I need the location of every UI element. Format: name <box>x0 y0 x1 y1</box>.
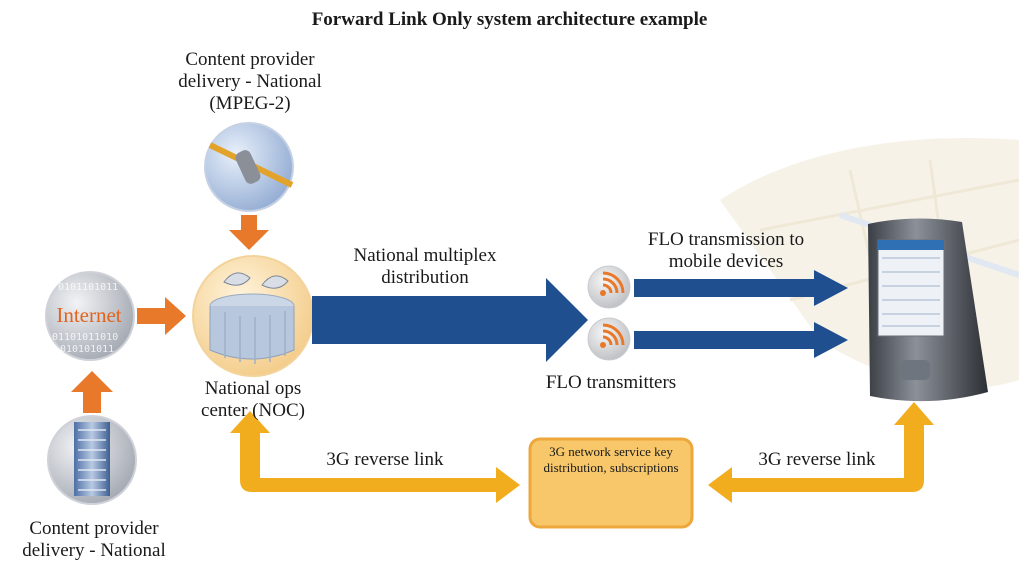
arrow-flo-bottom <box>634 322 848 358</box>
satellite-icon <box>204 122 294 212</box>
label-reverse-right: 3G reverse link <box>758 449 876 470</box>
svg-text:01101011010: 01101011010 <box>52 332 118 343</box>
label-provider-bottom: Content provider delivery - National <box>22 518 166 561</box>
label-noc: National ops center (NOC) <box>201 378 305 421</box>
label-flo-transmission: FLO transmission to mobile devices <box>647 229 805 272</box>
label-internet: Internet <box>56 303 122 327</box>
arrow-reverse-right <box>708 402 934 503</box>
label-provider-top: Content provider delivery - National (MP… <box>178 49 322 114</box>
arrow-satellite-noc <box>229 215 269 250</box>
office-building-icon <box>47 415 137 505</box>
network-box-text: 3G network service key distribution, sub… <box>543 444 679 475</box>
mobile-phone-icon <box>868 218 988 402</box>
svg-text:0101101011: 0101101011 <box>58 282 118 293</box>
label-reverse-left: 3G reverse link <box>326 449 444 470</box>
arrow-flo-top <box>634 270 848 306</box>
diagram-title: Forward Link Only system architecture ex… <box>311 9 708 30</box>
noc-dish-icon <box>192 255 314 377</box>
globe-icon: 0101101011 01101011010 010101011 <box>45 271 135 361</box>
arrow-building-internet <box>71 371 113 413</box>
svg-text:010101011: 010101011 <box>60 344 114 355</box>
arrow-multiplex <box>312 278 588 362</box>
label-multiplex: National multiplex distribution <box>353 245 497 288</box>
network-service-box <box>528 437 694 529</box>
wifi-wave-icon <box>587 265 631 309</box>
wifi-wave-icon <box>587 317 631 361</box>
arrow-reverse-left <box>230 411 520 503</box>
arrow-internet-noc <box>137 297 186 335</box>
label-flo-transmitters: FLO transmitters <box>545 372 677 393</box>
